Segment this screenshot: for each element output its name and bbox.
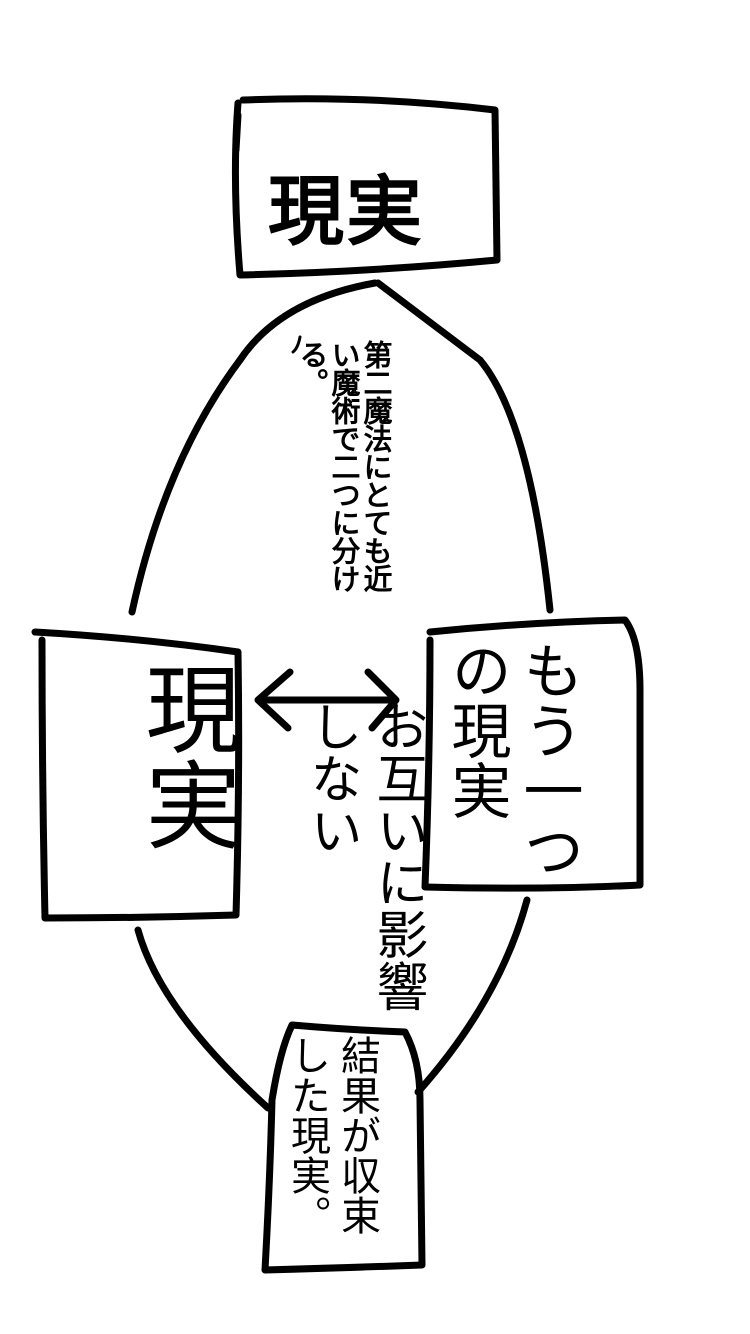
right-box-label: もう一つの現実: [441, 640, 583, 880]
bottom-left-curve: [134, 926, 272, 1112]
top-right-curve: [374, 279, 554, 614]
bottom-box-label: 結果が収束した現実。: [284, 1035, 380, 1235]
left-box: [31, 628, 243, 922]
top-box-label: 現実: [268, 167, 424, 256]
middle-note-text: お互いに影響しない: [301, 700, 427, 1012]
top-box: [231, 95, 501, 279]
bottom-right-curve: [414, 896, 531, 1096]
annotation-mark: [291, 335, 302, 354]
top-left-curve: [128, 279, 379, 616]
bottom-box: [261, 1021, 426, 1274]
left-box-label: 現実: [129, 660, 241, 852]
top-box-tick: [232, 111, 242, 154]
right-box: [421, 616, 644, 892]
double-arrow: [254, 668, 400, 732]
annotation-text: 第二魔法にとても近い魔術で二つに分ける。: [295, 340, 393, 592]
